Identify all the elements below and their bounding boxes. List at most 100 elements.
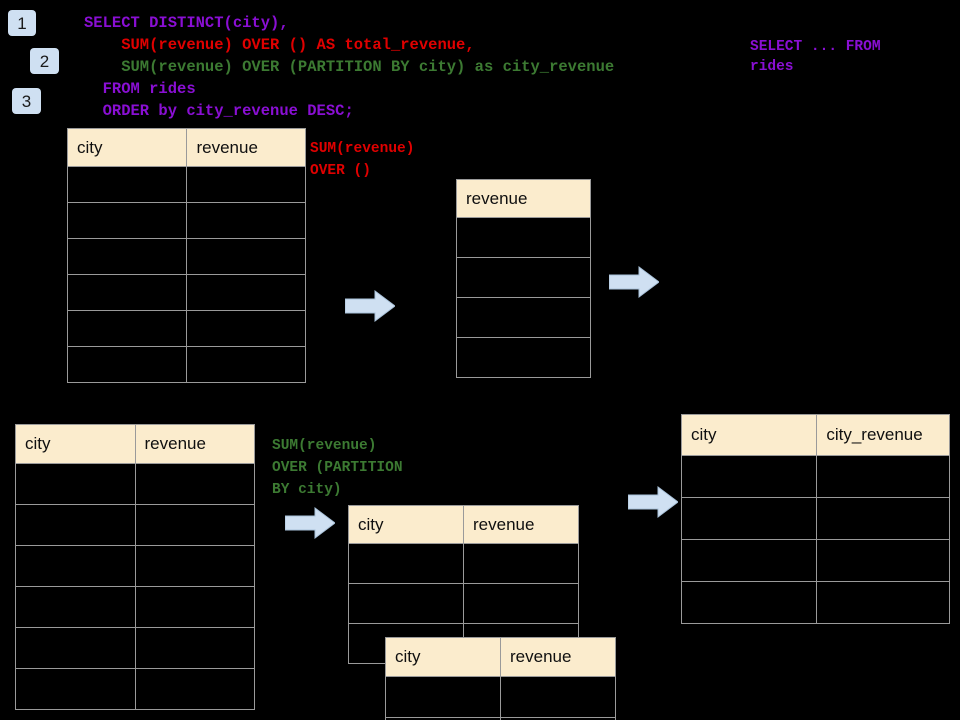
table-row (348, 543, 579, 584)
sql-line-from: FROM rides (84, 80, 196, 98)
cell-city (66, 238, 188, 275)
cell-city (15, 504, 136, 546)
cell-city (680, 497, 818, 540)
column-header-city-revenue: city_revenue (816, 414, 950, 456)
table-row (15, 668, 255, 710)
cell-city-revenue (816, 497, 950, 540)
table-source-bottom: city revenue (15, 424, 255, 710)
table-body (348, 543, 579, 664)
table-header-row: city revenue (348, 505, 579, 544)
table-row (66, 346, 306, 383)
annotation-sum-over-partition: SUM(revenue) OVER (PARTITION BY city) (272, 438, 403, 498)
table-row (15, 463, 255, 505)
table-body (680, 455, 950, 624)
column-header-revenue: revenue (463, 505, 579, 544)
table-body (385, 676, 616, 720)
table-header-row: city revenue (66, 128, 306, 167)
cell-city (66, 310, 188, 347)
table-row (348, 583, 579, 624)
cell-city (680, 581, 818, 624)
step-badge-1-label: 1 (17, 13, 27, 33)
column-header-city: city (680, 414, 818, 456)
cell-city (66, 202, 188, 239)
cell-city (15, 545, 136, 587)
table-row (385, 717, 616, 720)
table-row (456, 257, 591, 298)
column-header-revenue: revenue (500, 637, 616, 677)
arrow-bottom-left (285, 507, 335, 539)
cell-revenue (186, 238, 306, 275)
table-row (66, 166, 306, 203)
table-row (680, 581, 950, 624)
table-row (66, 202, 306, 239)
sql-line-select: SELECT DISTINCT(city), (84, 14, 289, 32)
cell-revenue (134, 586, 255, 628)
cell-city-revenue (816, 455, 950, 498)
cell-revenue (134, 627, 255, 669)
cell-city (15, 463, 136, 505)
table-result: city city_revenue (680, 414, 950, 624)
cell-revenue (134, 504, 255, 546)
cell-revenue (463, 543, 579, 584)
table-row (385, 676, 616, 718)
table-row (680, 539, 950, 582)
table-row (15, 504, 255, 546)
cell-city (15, 627, 136, 669)
table-row (680, 455, 950, 498)
sql-line-order-by: ORDER by city_revenue DESC; (84, 102, 354, 120)
cell-revenue (500, 676, 616, 718)
step-badge-1: 1 (8, 10, 36, 36)
table-body (66, 166, 306, 383)
cell-city (66, 166, 188, 203)
cell-revenue (456, 217, 591, 258)
table-header-row: city revenue (15, 424, 255, 464)
table-partition-back: city revenue (348, 505, 579, 664)
table-row (66, 310, 306, 347)
step-badge-2-label: 2 (39, 51, 50, 71)
cell-revenue (186, 166, 306, 203)
arrow-top-right (609, 266, 659, 298)
cell-revenue (134, 545, 255, 587)
cell-city-revenue (816, 581, 950, 624)
table-row (15, 627, 255, 669)
cell-city (66, 346, 188, 383)
step-badge-2: 2 (30, 48, 59, 74)
cell-revenue (500, 717, 616, 720)
annotation-sum-over-empty: SUM(revenue) OVER () (310, 141, 415, 179)
table-partition-front: city revenue (385, 637, 616, 720)
cell-city (15, 586, 136, 628)
column-header-revenue: revenue (186, 128, 306, 167)
table-body (456, 217, 591, 378)
table-header-row: city revenue (385, 637, 616, 677)
sql-line-city-revenue: SUM(revenue) OVER (PARTITION BY city) as… (84, 58, 615, 76)
cell-revenue (186, 202, 306, 239)
cell-city (66, 274, 188, 311)
table-row (66, 274, 306, 311)
table-row (66, 238, 306, 275)
column-header-city: city (15, 424, 136, 464)
table-row (456, 217, 591, 258)
column-header-city: city (385, 637, 501, 677)
cell-revenue (463, 583, 579, 624)
step-badge-3-label: 3 (21, 91, 32, 111)
column-header-revenue: revenue (134, 424, 255, 464)
table-body (15, 463, 255, 710)
column-header-city: city (348, 505, 464, 544)
annotation-select-from-rides: SELECT ... FROM rides (750, 39, 881, 75)
table-row (456, 337, 591, 378)
table-header-row: city city_revenue (680, 414, 950, 456)
arrow-top-left (345, 290, 395, 322)
cell-revenue (186, 346, 306, 383)
cell-city (385, 676, 501, 718)
table-source-top: city revenue (66, 128, 306, 383)
cell-city (348, 583, 464, 624)
cell-revenue (186, 310, 306, 347)
cell-city (348, 543, 464, 584)
cell-city-revenue (816, 539, 950, 582)
cell-city (680, 539, 818, 582)
table-header-row: revenue (456, 179, 591, 218)
table-row (15, 545, 255, 587)
cell-revenue (456, 337, 591, 378)
table-row (15, 586, 255, 628)
